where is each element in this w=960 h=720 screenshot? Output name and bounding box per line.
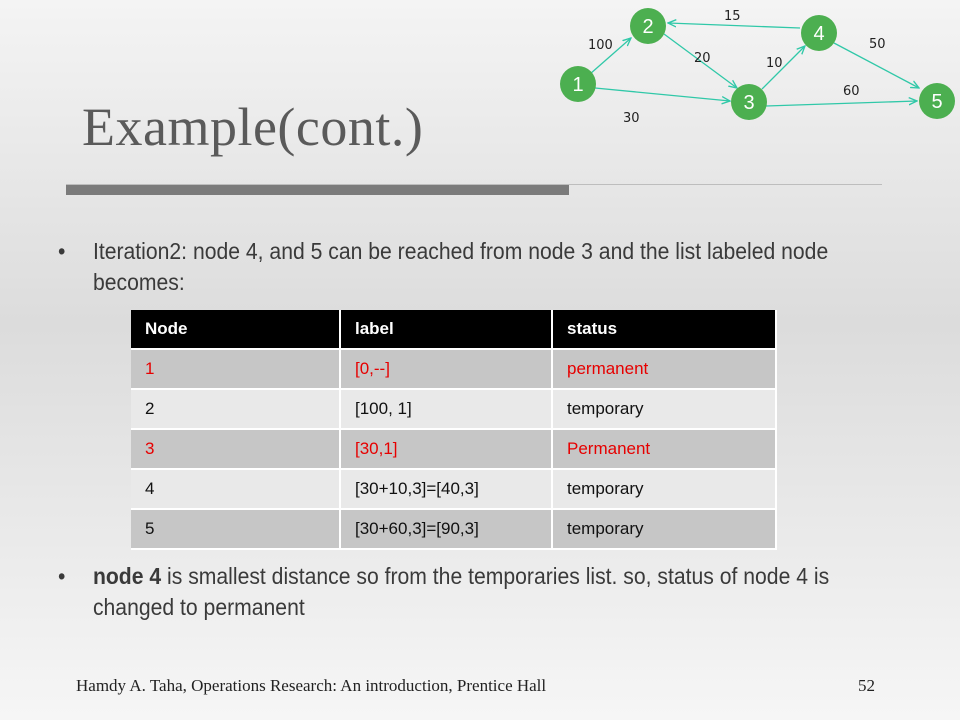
slide-title: Example(cont.) bbox=[82, 97, 424, 157]
edge-2-3 bbox=[663, 33, 737, 88]
labels-table: Node label status 1 [0,--] permanent 2 [… bbox=[131, 310, 777, 550]
cell-status: temporary bbox=[552, 509, 777, 550]
cell-status: temporary bbox=[552, 389, 777, 430]
bullet-rest-text: is smallest distance so from the tempora… bbox=[92, 563, 830, 620]
edge-weight-2-3: 20 bbox=[694, 51, 711, 66]
table-row: 5 [30+60,3]=[90,3] temporary bbox=[131, 509, 777, 550]
bullet-conclusion: • node 4 is smallest distance so from th… bbox=[58, 561, 831, 623]
cell-label: [30+60,3]=[90,3] bbox=[340, 509, 553, 550]
title-underline-thin bbox=[66, 184, 882, 185]
edge-3-4 bbox=[761, 46, 805, 90]
bullet-bold-text: node 4 bbox=[92, 563, 162, 589]
title-underline-thick bbox=[66, 185, 569, 195]
edge-3-5 bbox=[765, 101, 917, 107]
table-row: 2 [100, 1] temporary bbox=[131, 389, 777, 430]
graph-node-5-label: 5 bbox=[931, 91, 942, 113]
table-row: 1 [0,--] permanent bbox=[131, 349, 777, 390]
bullet-iteration: • Iteration2: node 4, and 5 can be reach… bbox=[58, 236, 831, 298]
cell-label: [100, 1] bbox=[340, 389, 553, 430]
bullet-text: Iteration2: node 4, and 5 can be reached… bbox=[92, 238, 829, 295]
edge-4-5 bbox=[833, 42, 919, 88]
cell-node: 2 bbox=[131, 389, 341, 430]
header-status: status bbox=[552, 310, 777, 350]
graph-node-1: 1 bbox=[560, 66, 596, 102]
header-label: label bbox=[340, 310, 553, 350]
network-graph: 100 30 20 15 10 60 50 1 2 3 4 5 bbox=[560, 8, 955, 126]
graph-node-5: 5 bbox=[919, 83, 955, 119]
edge-weight-3-5: 60 bbox=[843, 84, 860, 99]
cell-label: [30,1] bbox=[340, 429, 553, 470]
cell-node: 3 bbox=[131, 429, 341, 470]
graph-node-2: 2 bbox=[630, 8, 666, 44]
cell-status: Permanent bbox=[552, 429, 777, 470]
bullet-marker: • bbox=[58, 238, 66, 264]
edge-4-2 bbox=[668, 23, 801, 29]
cell-status: permanent bbox=[552, 349, 777, 390]
edge-weight-4-2: 15 bbox=[724, 9, 741, 24]
bullet-text: node 4 is smallest distance so from the … bbox=[58, 561, 831, 623]
edge-weight-1-3: 30 bbox=[623, 111, 640, 126]
cell-label: [0,--] bbox=[340, 349, 553, 390]
footer-citation: Hamdy A. Taha, Operations Research: An i… bbox=[76, 676, 547, 695]
graph-node-3: 3 bbox=[731, 84, 767, 120]
table-row: 4 [30+10,3]=[40,3] temporary bbox=[131, 469, 777, 510]
edge-1-3 bbox=[594, 87, 730, 101]
table-header-row: Node label status bbox=[131, 310, 777, 350]
edge-weight-4-5: 50 bbox=[869, 37, 886, 52]
graph-node-1-label: 1 bbox=[572, 74, 583, 96]
edge-weight-1-2: 100 bbox=[588, 38, 613, 53]
page-number: 52 bbox=[858, 676, 875, 695]
graph-node-2-label: 2 bbox=[642, 16, 653, 38]
bullet-marker: • bbox=[58, 563, 66, 589]
edge-1-2 bbox=[589, 38, 631, 75]
cell-node: 4 bbox=[131, 469, 341, 510]
graph-node-3-label: 3 bbox=[743, 92, 754, 114]
table-row: 3 [30,1] Permanent bbox=[131, 429, 777, 470]
cell-node: 5 bbox=[131, 509, 341, 550]
graph-node-4-label: 4 bbox=[813, 23, 824, 45]
graph-node-4: 4 bbox=[801, 15, 837, 51]
cell-node: 1 bbox=[131, 349, 341, 390]
cell-status: temporary bbox=[552, 469, 777, 510]
edge-weight-3-4: 10 bbox=[766, 56, 783, 71]
cell-label: [30+10,3]=[40,3] bbox=[340, 469, 553, 510]
header-node: Node bbox=[131, 310, 341, 350]
